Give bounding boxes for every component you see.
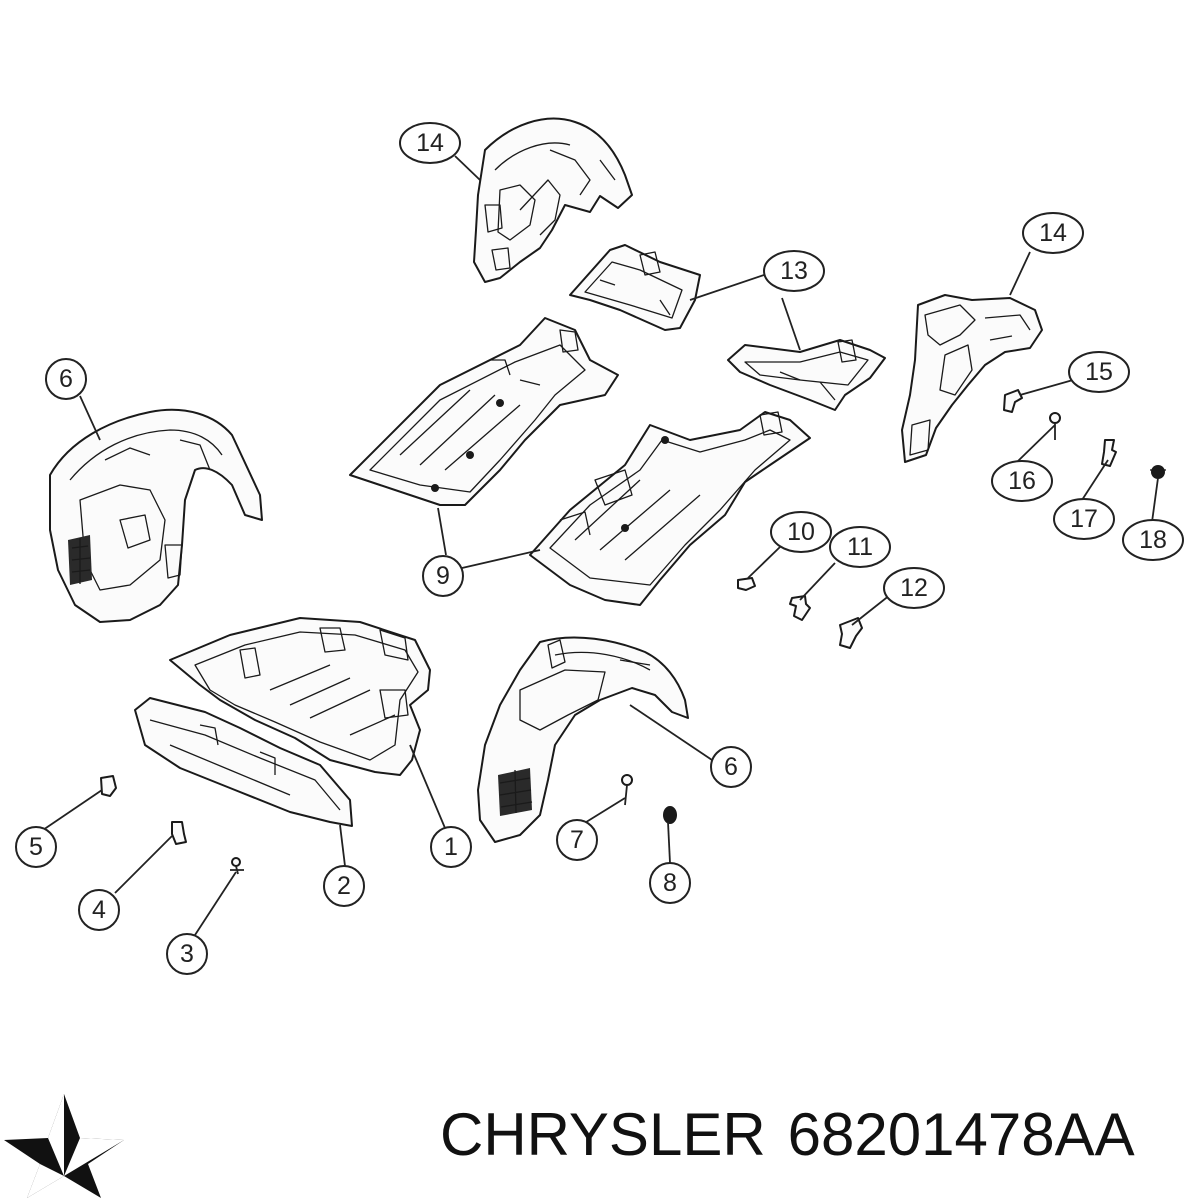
- part-13-upper-shield: [569, 244, 701, 331]
- fastener-3: [230, 857, 244, 875]
- callout-10: 10: [770, 511, 832, 553]
- fastener-17: [1101, 439, 1117, 467]
- fastener-16: [1049, 412, 1061, 440]
- part-number: 68201478AA: [787, 1101, 1135, 1168]
- svg-text:14: 14: [1039, 219, 1067, 247]
- svg-text:12: 12: [900, 574, 928, 602]
- fastener-7: [621, 774, 633, 806]
- fastener-10: [737, 577, 756, 591]
- svg-text:4: 4: [92, 896, 106, 924]
- callout-1: 1: [430, 826, 472, 868]
- part-13-lower-shield: [727, 339, 886, 411]
- callout-18: 18: [1122, 519, 1184, 561]
- callout-13: 13: [763, 250, 825, 292]
- svg-text:13: 13: [780, 257, 808, 285]
- fastener-5: [100, 775, 117, 797]
- callout-8: 8: [649, 862, 691, 904]
- callout-3: 3: [166, 933, 208, 975]
- callout-5: 5: [15, 826, 57, 868]
- brand-name: CHRYSLER: [440, 1101, 766, 1168]
- callout-6-right: 6: [710, 746, 752, 788]
- part-9-lower-pan: [529, 411, 811, 606]
- callout-11: 11: [829, 526, 891, 568]
- svg-text:15: 15: [1085, 358, 1113, 386]
- callout-16: 16: [991, 460, 1053, 502]
- svg-text:5: 5: [29, 833, 43, 861]
- callout-2: 2: [323, 865, 365, 907]
- fastener-12: [839, 617, 863, 649]
- callout-14-right: 14: [1022, 212, 1084, 254]
- chrysler-pentastar-icon: [4, 1094, 124, 1198]
- svg-text:9: 9: [436, 562, 450, 590]
- callout-15: 15: [1068, 351, 1130, 393]
- svg-text:14: 14: [416, 129, 444, 157]
- callout-6-left: 6: [45, 358, 87, 400]
- part-2-deflector: [134, 697, 353, 827]
- callout-7: 7: [556, 819, 598, 861]
- fastener-11: [789, 595, 811, 621]
- svg-text:16: 16: [1008, 467, 1036, 495]
- part-6-right-liner: [477, 636, 689, 843]
- part-14-right-liner: [901, 294, 1043, 463]
- callout-12: 12: [883, 567, 945, 609]
- svg-text:10: 10: [787, 518, 815, 546]
- fastener-15: [1003, 389, 1023, 413]
- fastener-18: [1150, 465, 1166, 479]
- part-14-top-liner: [473, 117, 633, 283]
- svg-text:6: 6: [59, 365, 73, 393]
- part-9-upper-pan: [349, 317, 619, 506]
- svg-text:1: 1: [444, 833, 458, 861]
- fastener-4: [171, 821, 187, 845]
- svg-text:18: 18: [1139, 526, 1167, 554]
- svg-text:6: 6: [724, 753, 738, 781]
- part-6-left-liner: [49, 408, 263, 623]
- svg-text:7: 7: [570, 826, 584, 854]
- callout-4: 4: [78, 889, 120, 931]
- svg-text:2: 2: [337, 872, 351, 900]
- callout-17: 17: [1053, 498, 1115, 540]
- part-1-skid-plate: [169, 617, 431, 776]
- callout-14-top: 14: [399, 122, 461, 164]
- svg-text:3: 3: [180, 940, 194, 968]
- svg-text:17: 17: [1070, 505, 1098, 533]
- callout-9: 9: [422, 555, 464, 597]
- svg-text:11: 11: [847, 533, 873, 561]
- brand-caption: CHRYSLER 68201478AA: [440, 1100, 1157, 1169]
- fastener-8: [663, 806, 677, 824]
- leader-lines: [39, 155, 1159, 936]
- svg-text:8: 8: [663, 869, 677, 897]
